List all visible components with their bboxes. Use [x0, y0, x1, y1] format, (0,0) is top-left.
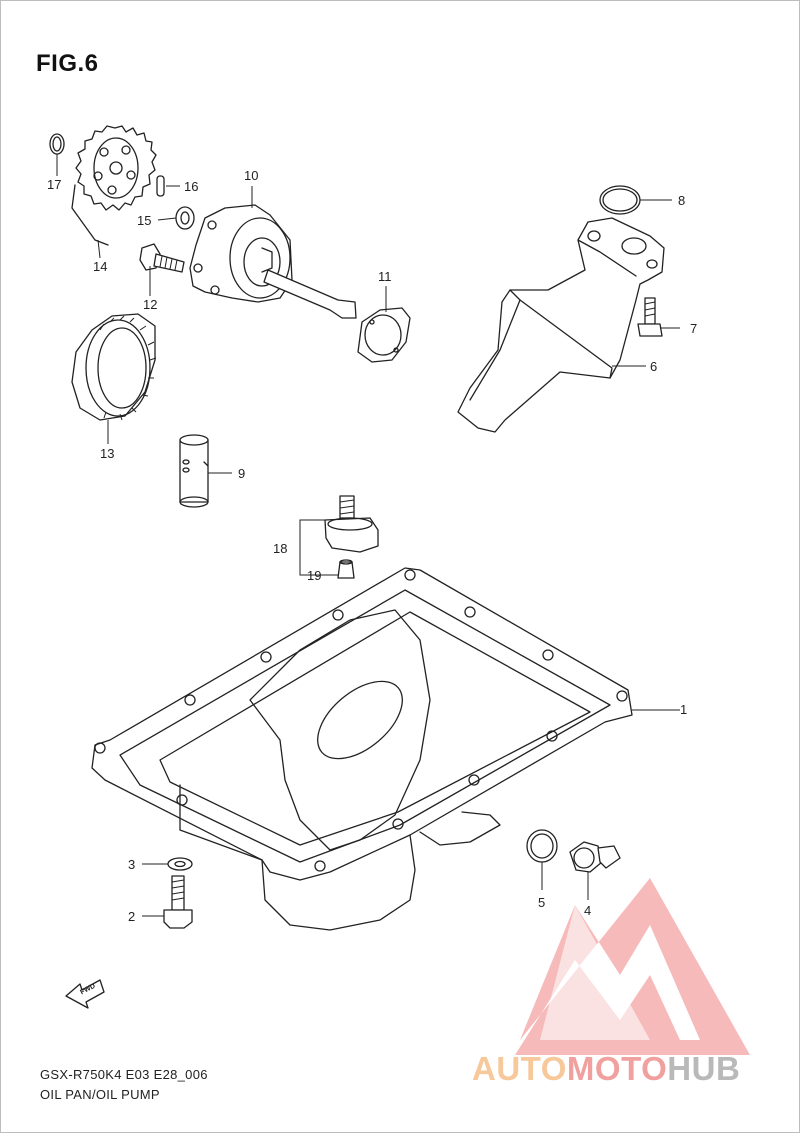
- callout-18: 18: [273, 541, 288, 556]
- callout-16: 16: [184, 179, 199, 194]
- part-9-bushing: [179, 434, 209, 508]
- callout-8: 8: [678, 193, 686, 208]
- part-2-bolt: [163, 875, 193, 929]
- watermark-hub: HUB: [667, 1050, 741, 1087]
- callout-4: 4: [584, 903, 592, 918]
- part-16-pin: [156, 175, 165, 197]
- callout-leader-lines: [56, 154, 680, 917]
- part-12-bolt: [139, 243, 185, 273]
- part-11-gasket: [357, 307, 411, 363]
- callout-3: 3: [128, 857, 136, 872]
- part-14-sprocket: [71, 125, 157, 246]
- watermark-logo-triangle: [515, 878, 750, 1055]
- part-17-circlip: [49, 133, 65, 155]
- callout-6: 6: [650, 359, 658, 374]
- callout-2: 2: [128, 909, 136, 924]
- watermark-auto: AUTO: [472, 1050, 567, 1087]
- part-3-washer: [167, 857, 193, 871]
- part-1-oil-pan: [91, 567, 633, 931]
- part-6-oil-strainer: [457, 217, 665, 433]
- fwd-arrow-icon: [65, 979, 105, 1009]
- callout-10: 10: [244, 168, 259, 183]
- callout-9: 9: [238, 466, 246, 481]
- part-7-bolt: [637, 297, 663, 337]
- part-5-gasket: [526, 829, 558, 863]
- part-15-washer: [175, 206, 195, 230]
- callout-19: 19: [307, 568, 322, 583]
- figure-caption: OIL PAN/OIL PUMP: [40, 1087, 160, 1102]
- part-10-oil-pump: [189, 204, 357, 319]
- callout-13: 13: [100, 446, 115, 461]
- callout-11: 11: [378, 269, 392, 284]
- part-4-drain-plug: [569, 841, 621, 873]
- watermark-moto: MOTO: [566, 1050, 668, 1087]
- part-18-oil-pressure-switch: [324, 495, 379, 553]
- part-13-gear: [71, 313, 157, 421]
- callout-14: 14: [93, 259, 108, 274]
- part-19-screw: [337, 559, 355, 579]
- figure-title: FIG.6: [36, 50, 99, 77]
- callout-5: 5: [538, 895, 546, 910]
- figure-code: GSX-R750K4 E03 E28_006: [40, 1067, 208, 1082]
- callout-17: 17: [47, 177, 62, 192]
- callout-15: 15: [137, 213, 152, 228]
- watermark-text: AUTOMOTOHUB: [472, 1050, 740, 1088]
- callout-7: 7: [690, 321, 698, 336]
- callout-12: 12: [143, 297, 158, 312]
- part-8-o-ring: [599, 185, 641, 215]
- callout-1: 1: [680, 702, 688, 717]
